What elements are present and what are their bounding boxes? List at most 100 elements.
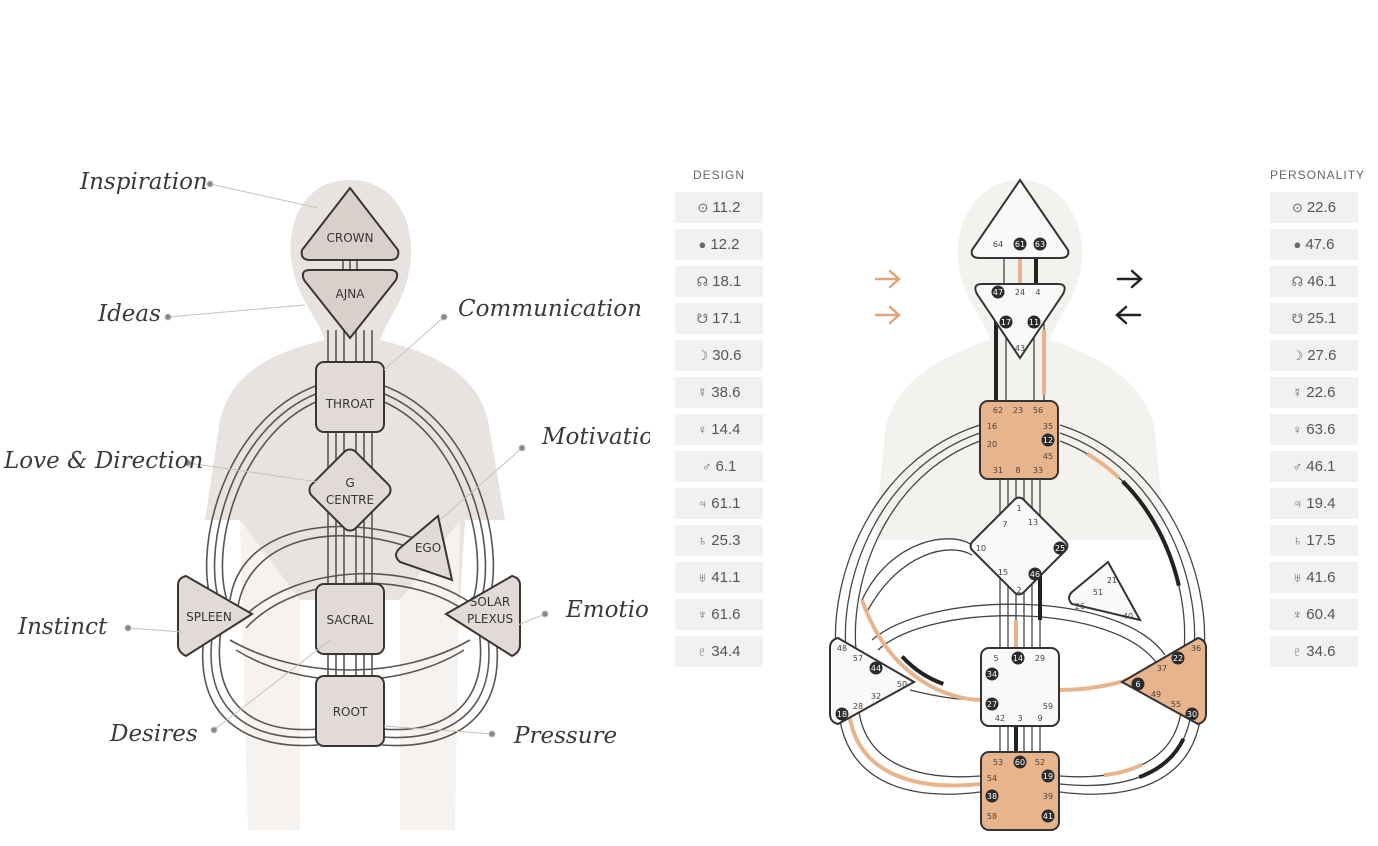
design-row: ♀14.4 bbox=[675, 414, 763, 445]
gate-number: 54 bbox=[987, 774, 997, 783]
planet-value: 46.1 bbox=[1307, 273, 1337, 290]
gate-number: 44 bbox=[871, 664, 881, 673]
throat-label: THROAT bbox=[325, 397, 375, 411]
left-centers bbox=[177, 186, 521, 747]
planet-value: 11.2 bbox=[712, 199, 741, 216]
planet-value: 17.1 bbox=[712, 310, 742, 327]
personality-row: ♀63.6 bbox=[1270, 414, 1358, 445]
design-rows: ⊙11.2●12.2☊18.1☋17.1☽30.6☿38.6♀14.4♂6.1♃… bbox=[675, 192, 763, 667]
planet-glyph-icon: ● bbox=[1293, 237, 1302, 252]
planet-value: 41.1 bbox=[711, 569, 741, 586]
gate-46: 46 bbox=[1028, 567, 1042, 581]
throat-center bbox=[315, 361, 385, 433]
gate-9: 9 bbox=[1037, 714, 1042, 723]
planet-glyph-icon: ♂ bbox=[701, 459, 712, 474]
arrows bbox=[874, 269, 1143, 325]
gate-25: 25 bbox=[1053, 541, 1067, 555]
gate-34: 34 bbox=[985, 667, 999, 681]
gate-32: 32 bbox=[871, 692, 881, 701]
planet-value: 63.6 bbox=[1306, 421, 1336, 438]
gate-22: 22 bbox=[1171, 651, 1185, 665]
right-throat-center bbox=[979, 400, 1059, 480]
gate-35: 35 bbox=[1043, 422, 1053, 431]
gate-52: 52 bbox=[1035, 758, 1045, 767]
gate-44: 44 bbox=[869, 661, 883, 675]
planet-glyph-icon: ♂ bbox=[1292, 459, 1303, 474]
planet-glyph-icon: ⊙ bbox=[697, 199, 709, 215]
root-center bbox=[315, 675, 385, 747]
planet-glyph-icon: ♀ bbox=[1292, 422, 1303, 437]
planet-value: 38.6 bbox=[711, 384, 741, 401]
planet-value: 12.2 bbox=[710, 236, 740, 253]
gate-number: 50 bbox=[897, 680, 907, 689]
gate-number: 6 bbox=[1135, 680, 1140, 689]
gate-4: 4 bbox=[1035, 288, 1040, 297]
gate-21: 21 bbox=[1107, 576, 1117, 585]
ego-label: EGO bbox=[415, 541, 441, 555]
right-silhouette bbox=[875, 180, 1165, 540]
gate-number: 48 bbox=[837, 644, 847, 653]
gate-number: 8 bbox=[1015, 466, 1020, 475]
design-row: ♃61.1 bbox=[675, 488, 763, 519]
planet-value: 34.4 bbox=[711, 643, 741, 660]
design-row: ⊙11.2 bbox=[675, 192, 763, 223]
right-centers bbox=[829, 178, 1207, 831]
sacral-center bbox=[315, 583, 385, 655]
gate-48: 48 bbox=[837, 644, 847, 653]
gate-number: 39 bbox=[1043, 792, 1053, 801]
planet-value: 47.6 bbox=[1305, 236, 1335, 253]
design-row: ♆61.6 bbox=[675, 599, 763, 630]
gate-number: 18 bbox=[837, 710, 847, 719]
planet-value: 14.4 bbox=[711, 421, 741, 438]
ego-center bbox=[395, 514, 454, 582]
ajna-center bbox=[301, 269, 399, 340]
gate-number: 34 bbox=[987, 670, 997, 679]
design-row: ♇34.4 bbox=[675, 636, 763, 667]
right-defined-channels bbox=[846, 258, 1194, 788]
gate-7: 7 bbox=[1002, 520, 1007, 529]
design-row: ♅41.1 bbox=[675, 562, 763, 593]
gate-number: 40 bbox=[1123, 612, 1133, 621]
gate-6: 6 bbox=[1131, 677, 1145, 691]
gate-56: 56 bbox=[1033, 406, 1043, 415]
gate-58: 58 bbox=[987, 812, 997, 821]
gate-number: 53 bbox=[993, 758, 1003, 767]
gate-number: 25 bbox=[1055, 544, 1065, 553]
gate-number: 35 bbox=[1043, 422, 1053, 431]
gate-49: 49 bbox=[1151, 690, 1161, 699]
right-solar-plexus-center bbox=[1119, 636, 1207, 726]
design-row: ♄25.3 bbox=[675, 525, 763, 556]
right-crown-center bbox=[970, 178, 1070, 259]
planet-glyph-icon: ☿ bbox=[1292, 385, 1303, 400]
gate-number: 41 bbox=[1043, 812, 1053, 821]
crown-center bbox=[300, 186, 400, 261]
planet-glyph-icon: ♅ bbox=[697, 570, 708, 585]
label-communication: Communication bbox=[458, 296, 642, 322]
gate-number: 17 bbox=[1001, 318, 1011, 327]
planet-glyph-icon: ♄ bbox=[697, 533, 708, 548]
gate-number: 16 bbox=[987, 422, 997, 431]
right-sacral-center bbox=[980, 647, 1060, 727]
planet-value: 25.3 bbox=[711, 532, 741, 549]
planet-glyph-icon: ☊ bbox=[1291, 273, 1304, 289]
design-title: DESIGN bbox=[692, 168, 745, 182]
planet-value: 27.6 bbox=[1307, 347, 1337, 364]
gate-38: 38 bbox=[985, 789, 999, 803]
design-column: DESIGN ⊙11.2●12.2☊18.1☋17.1☽30.6☿38.6♀14… bbox=[675, 164, 763, 673]
gate-62: 62 bbox=[993, 406, 1003, 415]
planet-value: 25.1 bbox=[1307, 310, 1337, 327]
label-motivation: Motivatio bbox=[541, 424, 650, 450]
ajna-label: AJNA bbox=[336, 287, 366, 301]
gate-33: 33 bbox=[1033, 466, 1043, 475]
planet-glyph-icon: ☊ bbox=[696, 273, 709, 289]
gate-number: 26 bbox=[1075, 602, 1085, 611]
gate-51: 51 bbox=[1093, 588, 1103, 597]
planet-glyph-icon: ☿ bbox=[697, 385, 708, 400]
personality-title: PERSONALITY bbox=[1270, 168, 1366, 182]
gate-number: 62 bbox=[993, 406, 1003, 415]
planet-value: 61.1 bbox=[711, 495, 741, 512]
arrow-left-personality bbox=[1115, 305, 1142, 325]
gate-number: 52 bbox=[1035, 758, 1045, 767]
